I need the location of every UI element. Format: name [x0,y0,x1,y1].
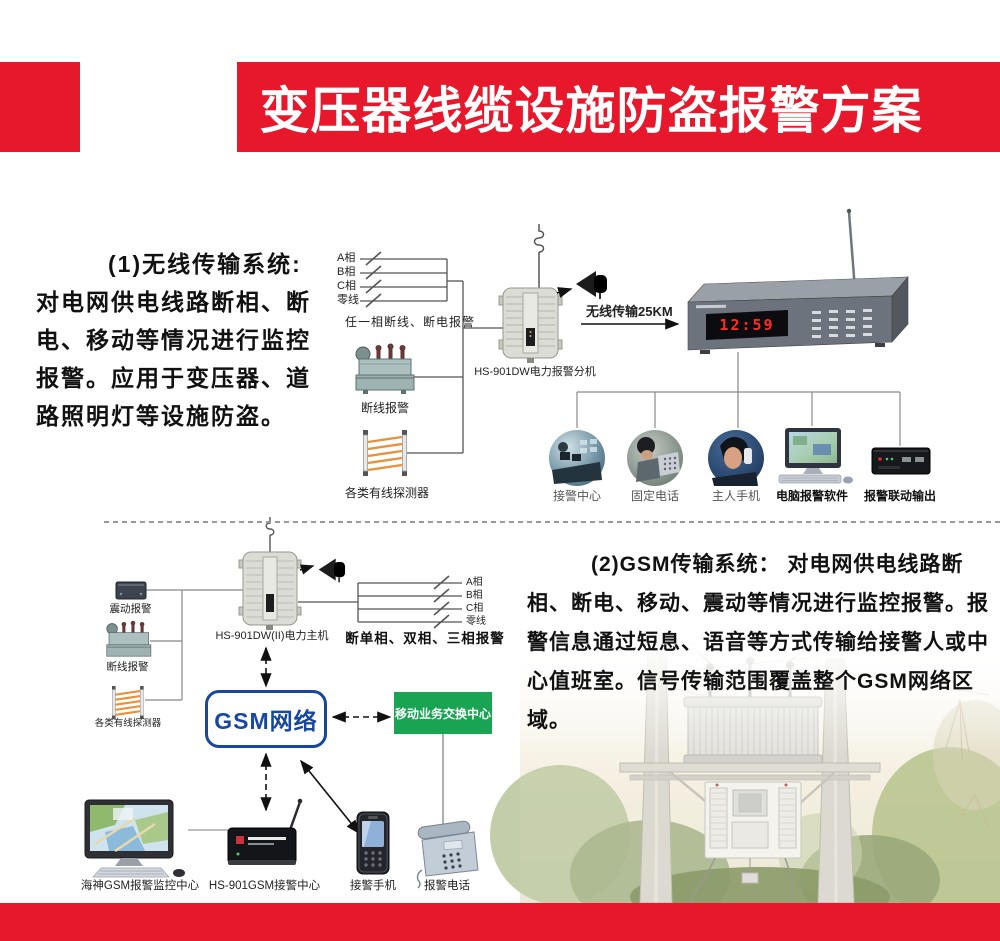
s2-terminal-label-monitor-center: 海神GSM报警监控中心 [80,880,200,892]
s1-phase-n-label: 零线 [337,294,359,306]
s2-line-break-sensor-icon [106,620,152,657]
s1-output-label-landline: 固定电话 [630,489,679,503]
s2-vibration-sensor-icon [115,581,147,600]
s1-siren-icon [576,271,607,299]
s1-phase-c-label: C相 [337,280,356,292]
photo-cabinet [704,781,802,859]
s1-transmitter-icon [498,224,563,363]
s2-monitor-center-icon [84,799,185,878]
s1-wireless-link-label: 无线传输25KM [586,304,673,319]
s2-terminal-label-gsm-center: HS-901GSM接警中心 [208,880,321,892]
poster-title: 变压器线缆设施防盗报警方案 [259,83,923,139]
msc-box: 移动业务交换中心 [394,692,492,734]
s1-output-tree-lines [576,352,901,446]
s2-wired-detector-icon [112,686,144,720]
s2-line-break-sensor-label: 断线报警 [106,661,149,673]
s1-output-photo-landline [627,430,683,486]
title-banner: 变压器线缆设施防盗报警方案 [237,62,1000,152]
s1-line-break-sensor-label: 断线报警 [360,401,409,415]
gsm-system-intro: (2)GSM传输系统： 对电网供电线路断相、断电、移动、震动等情况进行监控报警。… [527,553,989,732]
s1-phase-a-label: A相 [337,252,356,264]
s1-phase-b-label: B相 [337,266,356,278]
s1-output-label-mobile: 主人手机 [711,489,760,503]
s1-phase-caption: 任一相断线、断电报警 [345,315,476,329]
s1-output-label-linkage: 报警联动输出 [863,489,936,503]
s2-terminal-label-deskphone: 报警电话 [424,880,470,892]
s2-vibration-sensor-label: 震动报警 [109,603,152,615]
s1-wired-detector-icon [363,430,407,476]
s2-phase-a-label: A相 [466,577,483,588]
s2-connector-lines [145,589,444,831]
s2-phase-caption: 断单相、双相、三相报警 [345,631,505,646]
s1-output-linkage-box-icon [871,447,931,475]
s2-wired-detector-label: 各类有线探测器 [94,718,162,729]
wireless-system-intro: (1)无线传输系统: 对电网供电线路断相、断电、移动等情况进行监控报警。应用于变… [36,251,311,429]
s1-line-break-sensor-icon [355,343,415,394]
gsm-network-box: GSM网络 [205,690,327,748]
s2-phase-n-label: 零线 [466,616,486,627]
s1-transmitter-label: HS-901DW电力报警分机 [474,366,596,378]
s1-output-computer-icon [778,428,853,484]
s2-phase-lines [298,575,462,629]
s1-output-label-alarm-center: 接警中心 [552,489,601,503]
s2-deskphone-icon [416,820,479,889]
s2-phase-b-label: B相 [466,590,483,601]
s2-cellphone-icon [356,811,390,875]
s2-phase-c-label: C相 [466,603,484,614]
corner-red-block [0,62,80,152]
s1-wired-detector-label: 各类有线探测器 [344,486,429,500]
s2-terminal-label-phone: 接警手机 [350,880,396,892]
s2-gsm-arrows [260,646,392,835]
gsm-network-label: GSM网络 [214,708,318,734]
transformer-pole-photo [490,644,1000,930]
s1-output-photo-mobile [708,430,764,486]
section-divider [104,521,1000,523]
s1-receiver-icon: 12:59 [687,208,909,354]
s2-host-icon [238,517,302,630]
s1-output-photo-alarm-center [549,430,605,486]
s1-output-label-software: 电脑报警软件 [775,489,848,503]
s2-gsm-center-box-icon [227,798,303,865]
s2-host-label: HS-901DW(II)电力主机 [215,630,329,642]
bottom-red-bar [0,903,1000,941]
msc-label: 移动业务交换中心 [394,706,491,721]
s2-siren-icon [318,558,346,583]
receiver-led-display: 12:59 [719,316,774,334]
s1-connector-lines [360,251,503,454]
